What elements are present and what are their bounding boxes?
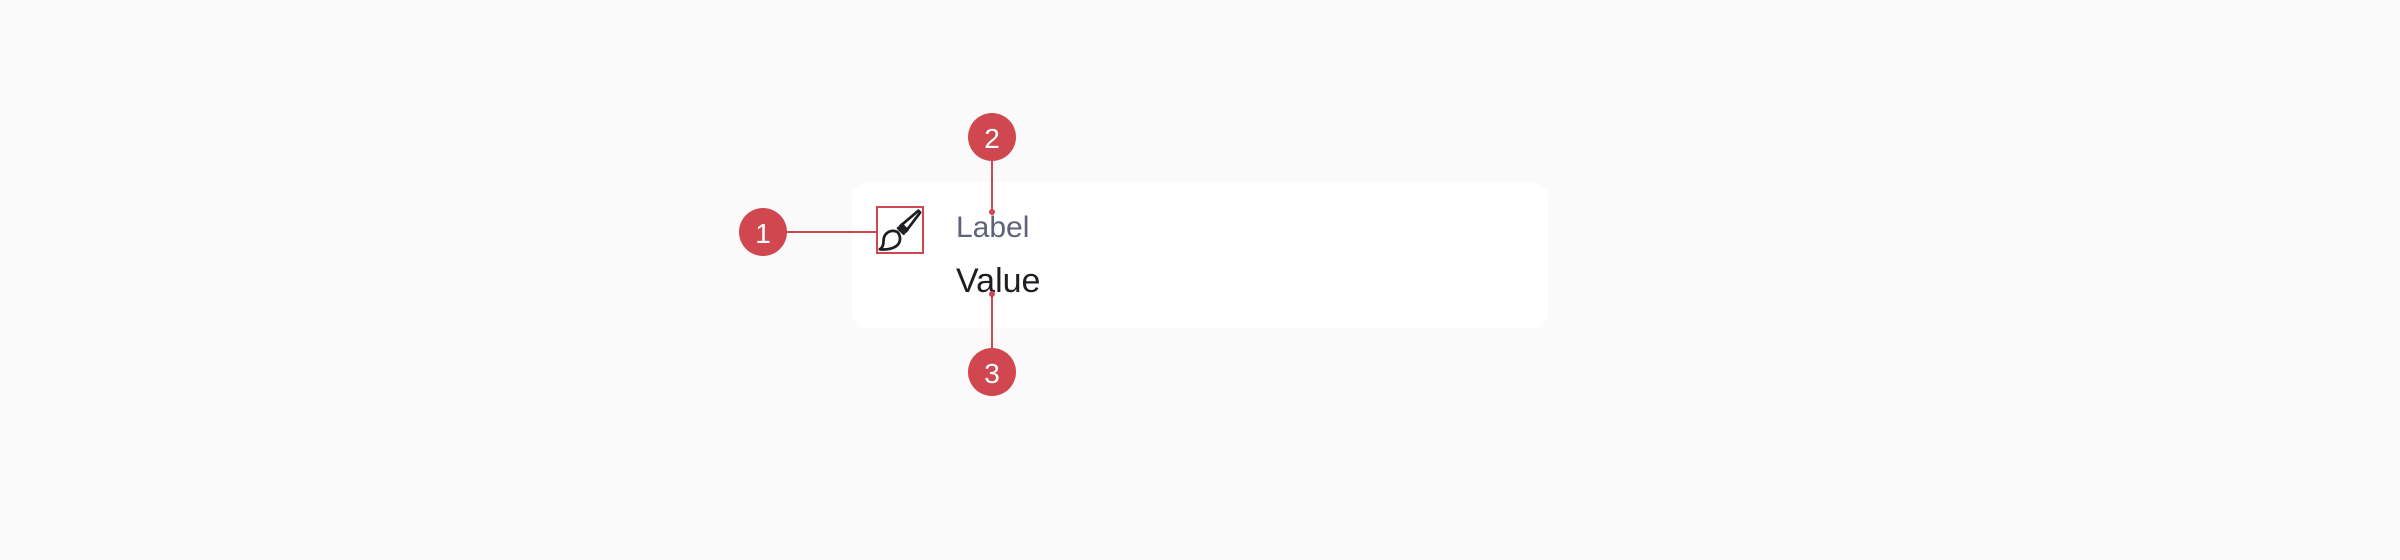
annotation-number: 2 xyxy=(984,123,1000,154)
icon-container xyxy=(876,206,924,254)
paintbrush-icon xyxy=(878,209,922,251)
item-value: Value xyxy=(956,262,1041,300)
annotation-number: 3 xyxy=(984,358,1000,389)
list-item-card: Label Value xyxy=(852,182,1548,328)
annotation-number: 1 xyxy=(755,218,771,249)
item-label: Label xyxy=(956,211,1030,244)
